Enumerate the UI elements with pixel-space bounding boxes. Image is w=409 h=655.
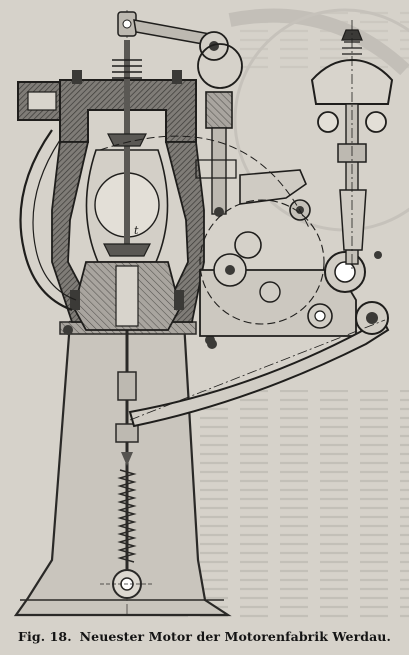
valve-marker: t — [134, 224, 139, 237]
valve-housing — [17, 40, 215, 345]
figure-caption: Fig. 18. Neuester Motor der Motorenfabri… — [0, 624, 409, 648]
figure-title: Neuester Motor der Motorenfabrik Werdau. — [79, 628, 391, 644]
valve-spring-lower — [115, 300, 139, 570]
top-rocker — [112, 11, 243, 89]
figure-label: Fig. 18. — [18, 628, 72, 644]
governor — [310, 20, 394, 270]
engine-drawing: t — [13, 8, 409, 622]
